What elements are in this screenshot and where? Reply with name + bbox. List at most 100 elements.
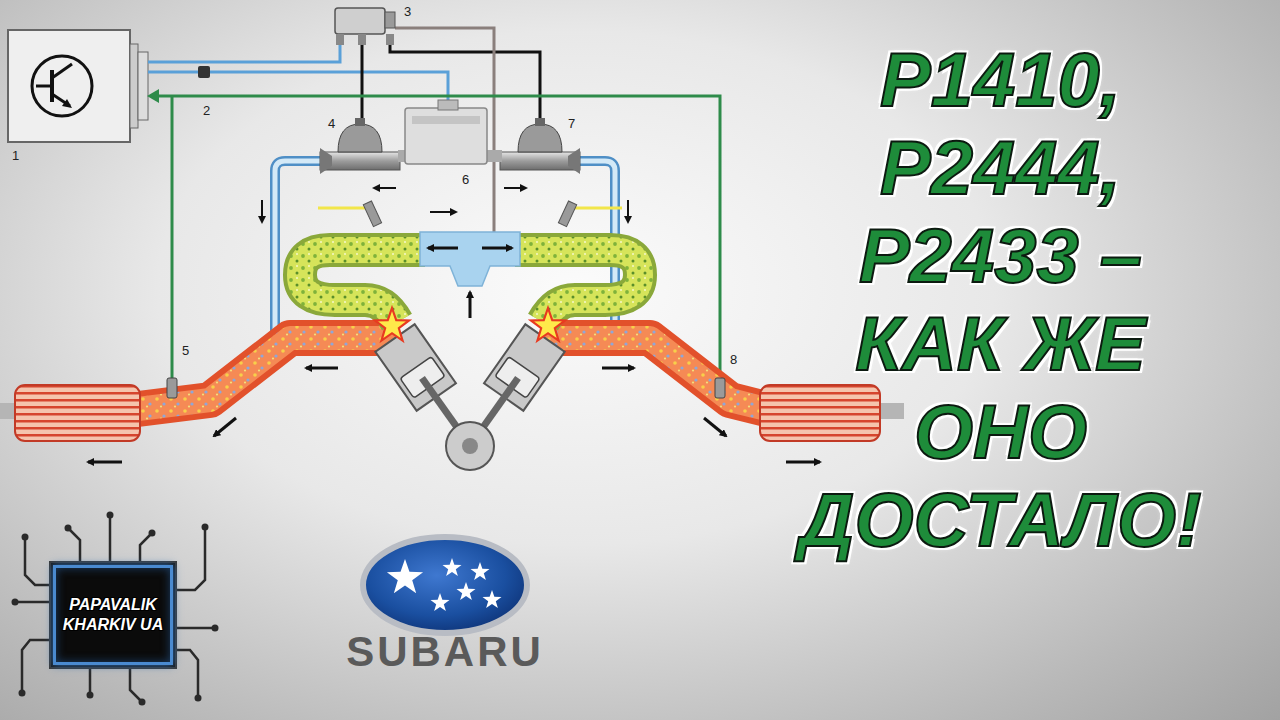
callout-number: 2	[203, 103, 210, 118]
combustion-flash	[375, 308, 565, 341]
pressure-valve	[358, 34, 366, 45]
logo-text: PAPAVALIK KHARKIV UA	[62, 595, 164, 635]
air-valve	[568, 148, 580, 174]
circuit-trace	[22, 640, 53, 690]
circuit-trace	[130, 665, 140, 700]
pressure-valve	[335, 8, 385, 34]
air-valve	[338, 124, 382, 152]
logo-box: PAPAVALIK KHARKIV UA	[53, 565, 173, 665]
catalytic-converter	[15, 385, 140, 441]
brand-logo	[442, 558, 461, 576]
intake-runner	[300, 250, 425, 322]
intake-runner	[300, 250, 425, 322]
intake-plenum	[420, 232, 520, 286]
flow-arrow	[504, 187, 526, 189]
air-pump	[405, 108, 487, 164]
circuit-pad	[202, 524, 209, 531]
engine-cylinder	[400, 357, 445, 398]
intake-runner	[515, 250, 640, 322]
circuit-pad	[22, 534, 29, 541]
air-valve	[355, 118, 365, 126]
circuit-pad	[212, 625, 219, 632]
exhaust-pipe	[130, 338, 395, 410]
callout-number: 6	[462, 172, 469, 187]
brand-logo	[387, 559, 423, 593]
circuit-trace	[140, 535, 150, 565]
circuit-trace	[18, 518, 212, 700]
air-valve	[518, 124, 562, 152]
flow-arrow	[786, 461, 820, 464]
circuit-trace	[109, 518, 112, 565]
exhaust-pipe	[545, 338, 770, 410]
circuit-trace	[173, 530, 205, 590]
circuit-trace	[18, 601, 53, 604]
flow-arrow	[261, 200, 263, 222]
ecu-block	[138, 52, 148, 120]
fuel-injector	[363, 201, 381, 227]
flow-arrow	[602, 367, 634, 370]
circuit-pad	[195, 695, 202, 702]
circuit-trace	[70, 530, 80, 565]
wire-arrow	[147, 89, 159, 103]
callout-number: 1	[12, 148, 19, 163]
circuit-pad	[87, 692, 94, 699]
exhaust-pipe	[545, 338, 770, 410]
ecu-block	[32, 56, 92, 116]
vacuum-hose	[362, 28, 540, 232]
ecu-block	[62, 99, 72, 108]
air-pump	[398, 100, 502, 164]
pressure-sensor	[198, 66, 210, 78]
combustion-flash	[531, 308, 565, 341]
ecu-block	[36, 85, 52, 88]
fuel-injector	[570, 207, 622, 210]
brand-logo	[482, 590, 501, 608]
circuit-pad	[65, 525, 72, 532]
flow-arrow	[469, 292, 472, 318]
engine-cylinder	[462, 438, 478, 454]
engine-cylinder	[375, 324, 564, 470]
flow-arrow	[428, 248, 512, 318]
engine-cylinder	[446, 422, 494, 470]
callout-number: 7	[568, 116, 575, 131]
circuit-pad	[12, 512, 219, 706]
pressure-valve	[386, 34, 394, 45]
flow-arrow	[627, 200, 629, 222]
flow-arrow	[482, 247, 512, 250]
circuit-trace	[89, 665, 92, 692]
ecu-block	[130, 44, 138, 128]
ecu-block	[8, 30, 148, 142]
flow-arrow	[88, 461, 122, 464]
flow-arrow	[374, 187, 396, 189]
circuit-pad	[107, 512, 114, 519]
logo-frame	[50, 562, 176, 668]
circuit-pad	[12, 599, 19, 606]
vacuum-hose	[395, 28, 494, 232]
pressure-valve	[336, 34, 344, 45]
brand-logo	[363, 537, 527, 633]
circuit-pad	[139, 699, 146, 706]
flow-arrow	[214, 418, 236, 436]
pressure-valve	[335, 8, 395, 45]
brand-logo	[470, 562, 489, 580]
exhaust-pipe	[130, 338, 395, 410]
oxygen-sensor	[715, 378, 725, 398]
air-valve	[320, 148, 332, 174]
flow-arrow	[704, 418, 726, 436]
flow-arrow	[306, 367, 338, 370]
circuit-trace	[173, 627, 212, 630]
engine-cylinder	[495, 357, 540, 398]
air-valve	[535, 118, 545, 126]
pressure-sensor	[198, 66, 210, 78]
catalytic-converter	[878, 403, 904, 419]
ecu-block	[52, 64, 72, 78]
circuit-pad	[19, 690, 26, 697]
brand-logo	[430, 593, 449, 611]
flow-arrow	[430, 211, 456, 213]
fuel-injector	[558, 201, 576, 227]
catalytic-converter	[760, 385, 880, 441]
intake-runner	[515, 250, 640, 322]
air-pump	[412, 116, 480, 124]
signal-wire	[148, 44, 340, 62]
title-text: P1410, P2444, P2433 – КАК ЖЕ ОНО ДОСТАЛО…	[780, 36, 1221, 564]
fuel-injector	[318, 201, 622, 227]
